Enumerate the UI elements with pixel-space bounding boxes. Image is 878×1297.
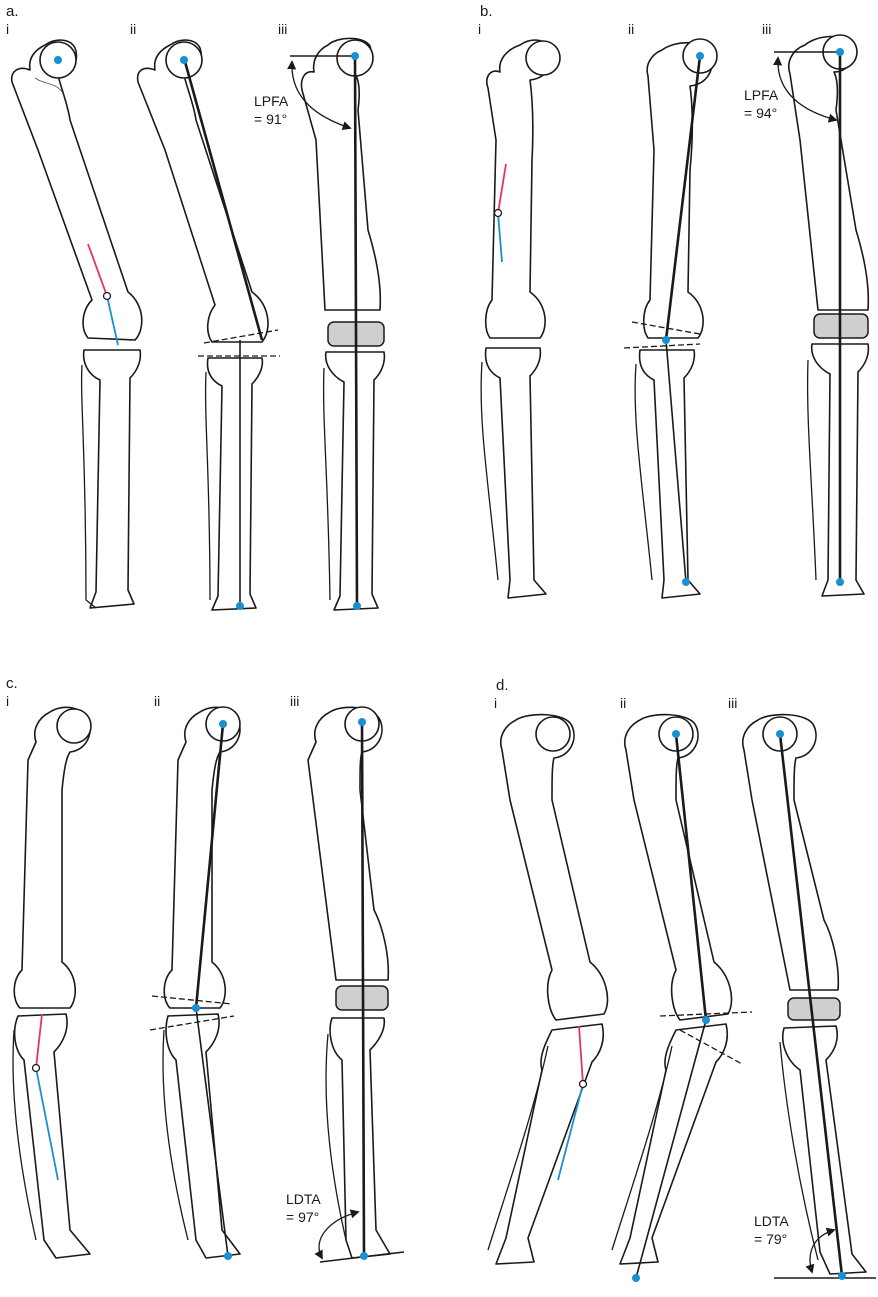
mechanical-axis-femur xyxy=(182,57,264,341)
panel-a-i-leg xyxy=(10,39,143,609)
panel-c-iii-leg: LDTA = 97° xyxy=(286,706,405,1263)
proximal-anatomic-axis xyxy=(87,243,108,297)
panel-c-label: c. xyxy=(6,675,18,692)
panel-d-sub-iii: iii xyxy=(728,695,737,711)
panel-c-sub-ii: ii xyxy=(154,693,160,709)
tibia xyxy=(619,1023,729,1265)
panel-c-ii-leg xyxy=(149,706,241,1260)
cora-point xyxy=(102,291,112,301)
panel-a-sub-iii: iii xyxy=(278,21,287,37)
femur xyxy=(742,713,840,991)
panel-d-ii-leg xyxy=(611,713,753,1282)
panel-a-iii-leg: LPFA = 91° xyxy=(254,37,386,611)
panel-a: a. i ii iii xyxy=(6,3,386,611)
lpfa-value: = 91° xyxy=(254,111,287,127)
panel-d: d. i ii iii xyxy=(487,677,876,1282)
tibia xyxy=(165,1013,241,1259)
panel-a-sub-i: i xyxy=(6,21,9,37)
tibia xyxy=(495,1023,605,1265)
panel-a-label: a. xyxy=(6,3,19,20)
panel-a-sub-ii: ii xyxy=(130,21,136,37)
femur xyxy=(300,37,382,311)
panel-b-i-leg xyxy=(480,39,561,599)
panel-d-sub-i: i xyxy=(494,695,497,711)
panel-c: c. i ii iii xyxy=(6,675,405,1263)
ldta-label: LDTA xyxy=(754,1213,789,1229)
panel-b-sub-iii: iii xyxy=(762,21,771,37)
panel-b-sub-i: i xyxy=(478,21,481,37)
femur xyxy=(484,39,553,339)
lpfa-label: LPFA xyxy=(744,87,779,103)
panel-b-ii-leg xyxy=(623,38,718,599)
panel-c-sub-iii: iii xyxy=(290,693,299,709)
tibia xyxy=(484,347,547,599)
femur xyxy=(307,706,390,981)
panel-c-sub-i: i xyxy=(6,693,9,709)
panel-b-sub-ii: ii xyxy=(628,21,634,37)
femur xyxy=(10,39,143,341)
tibia xyxy=(329,1017,391,1259)
tibia xyxy=(782,1025,867,1275)
panel-b: b. i ii iii xyxy=(478,3,870,599)
femur xyxy=(642,41,713,339)
panel-b-label: b. xyxy=(480,3,493,20)
femur xyxy=(500,713,609,1021)
femur xyxy=(136,39,269,343)
lpfa-label: LPFA xyxy=(254,93,289,109)
panel-c-i-leg xyxy=(12,706,92,1259)
distal-anatomic-axis xyxy=(106,295,119,346)
tibia xyxy=(638,349,701,599)
panel-d-sub-ii: ii xyxy=(620,695,626,711)
panel-d-label: d. xyxy=(496,677,509,694)
panel-a-ii-leg xyxy=(136,39,280,611)
femur xyxy=(163,706,241,1009)
femur xyxy=(788,35,870,311)
tibia xyxy=(13,1013,91,1259)
panel-b-iii-leg: LPFA = 94° xyxy=(744,34,870,597)
ldta-label: LDTA xyxy=(286,1191,321,1207)
tibia xyxy=(82,349,142,609)
panel-d-iii-leg: LDTA = 79° xyxy=(742,713,876,1280)
tibia xyxy=(324,351,386,611)
panel-d-i-leg xyxy=(487,713,609,1265)
lpfa-value: = 94° xyxy=(744,105,777,121)
ldta-value: = 97° xyxy=(286,1209,319,1225)
femur xyxy=(13,706,91,1009)
femur xyxy=(624,713,733,1021)
hip-center-dot xyxy=(54,56,62,64)
ldta-value: = 79° xyxy=(754,1231,787,1247)
tibia xyxy=(206,357,264,611)
